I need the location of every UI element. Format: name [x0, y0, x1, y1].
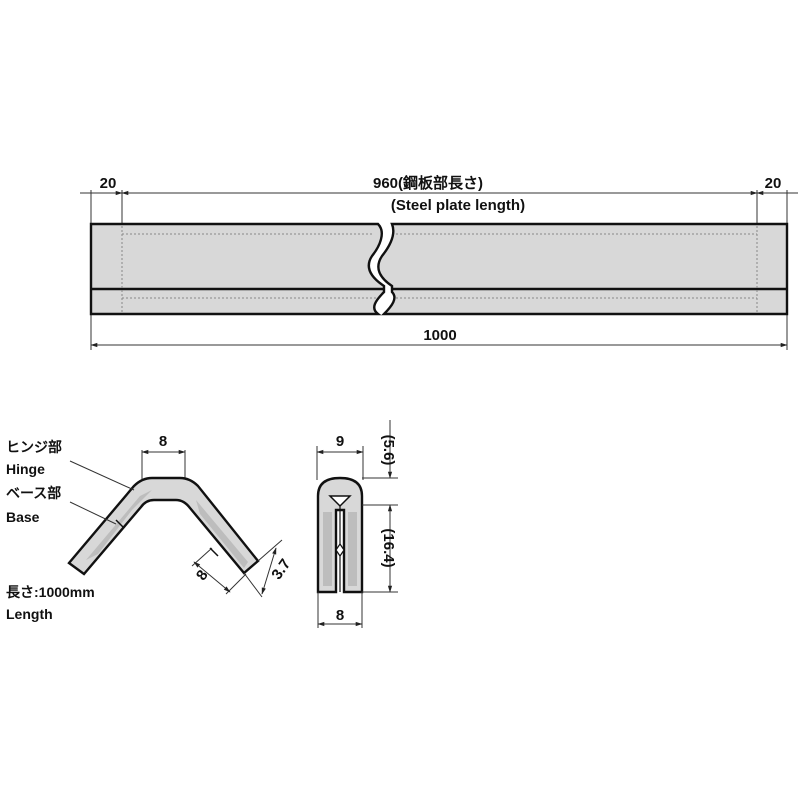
top-view: 20 960(鋼板部長さ) (Steel plate length) 20 10… — [80, 174, 798, 350]
v-profile — [67, 476, 260, 576]
v-dim-thickness-line — [261, 547, 277, 595]
strip-body-left — [89, 222, 386, 316]
u-dim-bottom-text: 8 — [336, 607, 344, 624]
dim-right-text: 20 — [765, 175, 782, 192]
label-base-en: Base — [6, 509, 40, 525]
strip-body-right — [377, 222, 789, 316]
label-hinge-jp: ヒンジ部 — [6, 439, 62, 455]
hinge-leader — [69, 460, 135, 491]
dim-left-text: 20 — [100, 175, 117, 192]
u-section-view: 9 8 (5.6) (16.4) — [316, 420, 398, 628]
label-length-jp: 長さ:1000mm — [6, 584, 95, 600]
dim-total-text: 1000 — [423, 327, 456, 344]
label-hinge-en: Hinge — [6, 461, 45, 477]
u-dim-lower-text: (16.4) — [380, 528, 397, 567]
base-leader — [69, 501, 117, 525]
v-dim-top-text: 8 — [159, 433, 167, 450]
v-dim-arm-text: 8 — [193, 567, 212, 584]
v-section-view: 8 ヒンジ部 Hinge ベース部 Base 長さ:1000mm Length … — [6, 433, 294, 622]
u-dim-upper-text: (5.6) — [380, 435, 397, 466]
dim-center-en-text: (Steel plate length) — [391, 197, 525, 214]
dim-center-text: 960(鋼板部長さ) — [373, 174, 483, 192]
u-dim-top-text: 9 — [336, 433, 344, 450]
label-base-jp: ベース部 — [6, 485, 61, 501]
v-dim-arm-line — [193, 561, 231, 593]
label-length-en: Length — [6, 606, 53, 622]
